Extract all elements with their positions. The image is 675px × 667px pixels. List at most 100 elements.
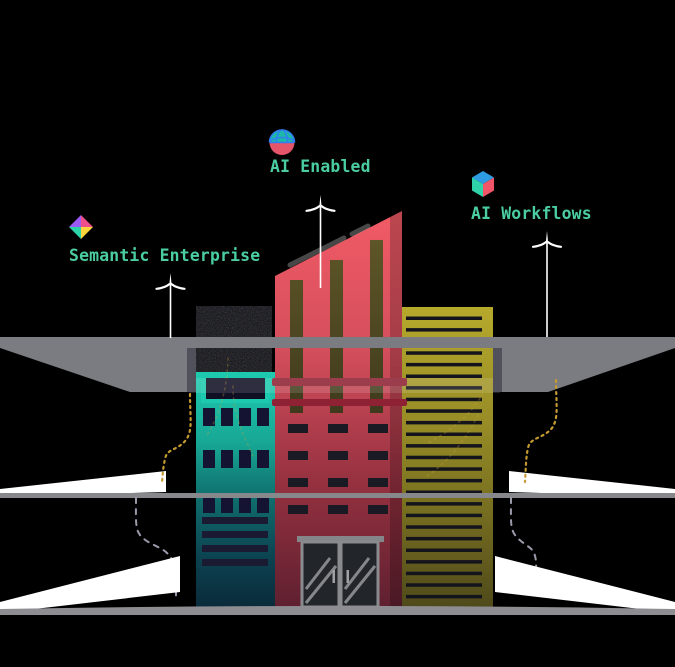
up-arrows: [155, 195, 563, 338]
window: [288, 478, 308, 487]
highway-ramp-left: [0, 348, 187, 392]
window: [368, 505, 388, 514]
window: [221, 450, 233, 468]
window: [406, 548, 482, 552]
window: [239, 408, 251, 426]
teal-building: [196, 372, 275, 607]
window: [221, 408, 233, 426]
dotted-path-left: [160, 392, 192, 484]
window: [328, 424, 348, 433]
road-ground: [0, 556, 675, 615]
up-arrow-icon: [305, 195, 336, 288]
door-lintel: [297, 536, 384, 542]
red-building-side-face: [390, 211, 402, 607]
window: [202, 531, 268, 538]
window: [257, 498, 269, 513]
window: [368, 424, 388, 433]
highway-band: [0, 337, 675, 348]
window: [406, 362, 482, 367]
dashed-path-left: [134, 497, 177, 599]
highway-upper: [0, 337, 675, 392]
window: [221, 498, 233, 513]
label-ai-enabled: AI Enabled: [270, 157, 371, 176]
window: [203, 498, 215, 513]
roof-highlight: [287, 223, 371, 268]
dashed-path-right: [509, 497, 538, 599]
window: [406, 536, 482, 541]
window: [288, 451, 308, 460]
red-building-windows: [288, 424, 388, 514]
window: [288, 424, 308, 433]
faint-dotted-traces: [205, 357, 487, 479]
window: [406, 583, 482, 587]
window: [406, 374, 482, 378]
teal-building-windows: [203, 408, 269, 513]
window: [406, 513, 482, 518]
window: [368, 451, 388, 460]
window: [406, 478, 482, 483]
window: [328, 451, 348, 460]
ground-road-right: [495, 556, 675, 613]
door-glass-reflections: [304, 557, 377, 604]
glare-band: [190, 378, 500, 393]
window: [203, 450, 215, 468]
window: [406, 560, 482, 564]
road-middle: [0, 471, 675, 498]
window: [406, 420, 482, 425]
door-handle-right: [346, 570, 349, 583]
yellow-building: [402, 307, 493, 607]
dotted-paths: [160, 378, 558, 484]
diamond-icon: [69, 215, 93, 239]
dashed-paths: [134, 497, 538, 599]
window: [406, 455, 482, 460]
window: [406, 432, 482, 436]
window: [406, 525, 482, 529]
mid-road-left: [0, 471, 166, 497]
highway-shadow-right: [493, 348, 502, 392]
entrance-door: [297, 536, 384, 609]
window: [406, 397, 482, 402]
window: [406, 328, 482, 332]
window: [239, 450, 251, 468]
up-arrow-icon: [155, 273, 186, 338]
red-building: [275, 211, 402, 609]
ground-road-left: [0, 556, 180, 613]
label-ai-workflows: AI Workflows: [471, 204, 592, 223]
window: [202, 559, 268, 566]
label-semantic-enterprise: Semantic Enterprise: [69, 246, 261, 265]
window: [239, 498, 251, 513]
mid-road-right: [509, 471, 675, 497]
window: [368, 478, 388, 487]
window: [202, 517, 268, 524]
up-arrow-icon: [531, 231, 563, 337]
highway-ramp-right: [502, 348, 675, 392]
teal-building-louvers: [202, 517, 268, 566]
window: [328, 478, 348, 487]
window: [406, 351, 482, 355]
window: [288, 505, 308, 514]
cube-icon: [472, 171, 494, 197]
window: [203, 408, 215, 426]
window: [328, 505, 348, 514]
window: [406, 490, 482, 494]
window: [406, 594, 482, 599]
mid-road-line: [0, 493, 675, 498]
window: [257, 408, 269, 426]
window: [406, 467, 482, 471]
window: [406, 571, 482, 576]
window: [406, 409, 482, 413]
door-handle-left: [332, 570, 335, 583]
highway-shadow-left: [187, 348, 196, 392]
window: [406, 386, 482, 390]
teal-billboard-screen: [206, 378, 265, 399]
facade-rails: [272, 378, 407, 406]
ground-band: [0, 606, 675, 615]
window: [202, 545, 268, 552]
window: [406, 502, 482, 506]
globe-icon: [268, 129, 296, 155]
window: [257, 450, 269, 468]
window: [406, 444, 482, 448]
window: [406, 316, 482, 320]
